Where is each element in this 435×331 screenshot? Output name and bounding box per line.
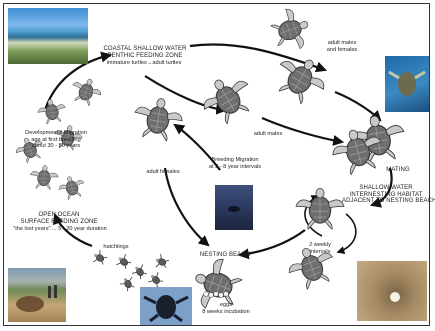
open-ocean-line-1: OPEN OCEAN [4,212,114,219]
coastal-beach-photo [8,8,88,64]
hatchling-photo [140,287,192,325]
eggs-line-2: 8 weeks incubation [196,309,256,316]
open-ocean-line-2: SURFACE FEEDING ZONE [4,219,114,226]
nest-photo [8,268,66,322]
adult-males-females-line-1: adult males [318,40,366,47]
open-ocean-sub: "the lost years" ... 5 - 20 year duratio… [4,226,116,233]
nesting-beach-title: NESTING BEACH [196,252,254,259]
coastal-zone-line-1: COASTAL SHALLOW WATER [90,46,200,53]
hatchlings-label: hatchlings [96,244,136,251]
shallow-water-line-1: SHALLOW WATER [342,185,430,192]
developmental-line-1: Developmental Migration [6,130,106,137]
shallow-water-line-2: INTERNESTING HABITAT [342,192,430,199]
shallow-water-title: SHALLOW WATER INTERNESTING HABITAT ADJAC… [342,185,430,205]
developmental-line-3: about 30 - 50 years [6,143,106,150]
weekly-intervals-label: 2 weekly intervals [300,242,340,255]
arrow-adult-females-to-beach [165,168,208,245]
coastal-zone-title: COASTAL SHALLOW WATER BENTHIC FEEDING ZO… [90,46,200,59]
sand-nest-image [8,268,66,322]
eggs-line-1: eggs [196,302,256,309]
turtle-egg-image [357,261,427,321]
coastal-zone-line-2: BENTHIC FEEDING ZONE [90,53,200,60]
developmental-migration-text: Developmental Migration age at first bre… [6,130,106,150]
night-beach-photo [215,185,253,230]
swimming-turtle-image [385,56,429,112]
coastal-zone-sub: immature turtles→adult turtles [92,60,196,67]
adult-males-label: adult males [246,131,290,138]
night-nesting-image [215,185,253,230]
egg-photo [357,261,427,321]
shallow-water-line-3: ADJACENT TO NESTING BEACH [342,198,430,205]
adult-males-females-line-2: and females [318,47,366,54]
breeding-line-1: Breeding Migration [196,157,274,164]
adult-males-females-label: adult males and females [318,40,366,53]
underwater-turtle-photo [385,56,429,112]
breeding-line-2: at 2 - 8 year intervals [196,164,274,171]
breeding-migration-text: Breeding Migration at 2 - 8 year interva… [196,157,274,170]
developmental-line-2: age at first breeding [6,137,106,144]
weekly-line-2: intervals [300,249,340,256]
arrow-adult-males-return [262,118,342,142]
weekly-line-1: 2 weekly [300,242,340,249]
eggs-label: eggs 8 weeks incubation [196,302,256,315]
mating-label: MATING [378,167,418,174]
hatchling-image [140,287,192,325]
adult-females-label: adult females [141,169,185,176]
open-ocean-title: OPEN OCEAN SURFACE FEEDING ZONE [4,212,114,225]
